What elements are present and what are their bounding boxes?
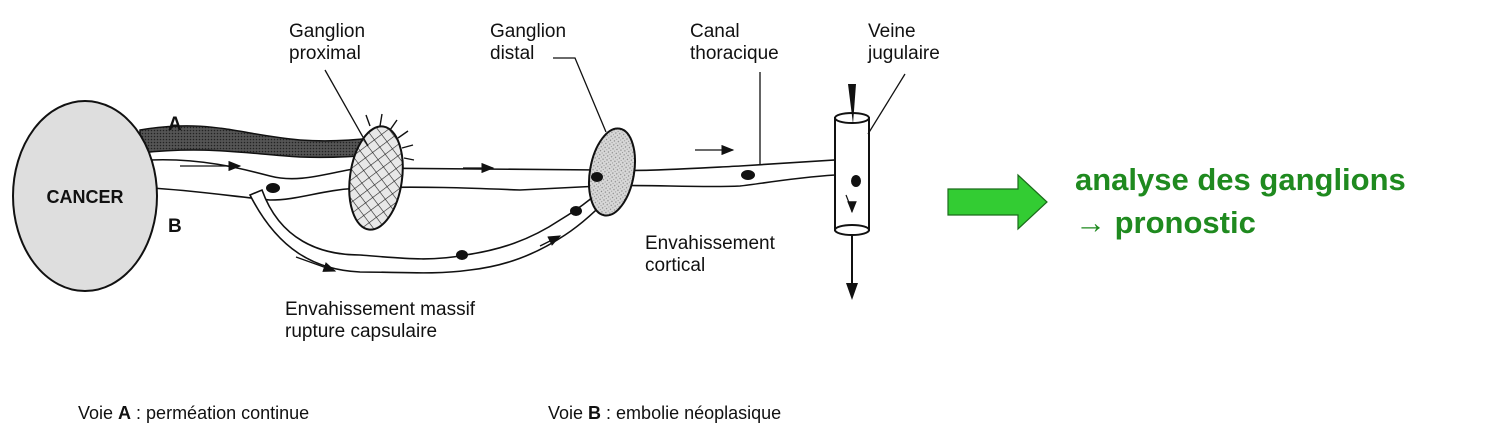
flow-arrows — [180, 144, 735, 272]
ganglion-proximal-line2: proximal — [289, 43, 361, 64]
legend-voie-b-text: : embolie néoplasique — [601, 403, 781, 423]
ganglion-proximal-label: Ganglion proximal — [289, 21, 370, 64]
legend-voie-a: Voie A : perméation continue — [78, 403, 309, 423]
cancer-label: CANCER — [46, 187, 123, 207]
envahissement-cortical-label: Envahissement cortical — [645, 233, 780, 276]
green-arrow-icon — [947, 173, 1048, 231]
envahissement-massif-line1: Envahissement massif — [285, 299, 476, 320]
envahissement-massif-label: Envahissement massif rupture capsulaire — [285, 299, 480, 342]
envahissement-massif-line2: rupture capsulaire — [285, 321, 437, 342]
legend-voie-a-text: : perméation continue — [131, 403, 309, 423]
conclusion-line2: → pronostic — [1075, 205, 1256, 240]
leader-ganglion-distal — [553, 57, 607, 133]
leader-ganglion-proximal — [324, 69, 369, 147]
legend-voie-b-prefix: Voie — [548, 403, 588, 423]
ganglion-distal-line1: Ganglion — [490, 21, 566, 42]
route-b-label: B — [168, 216, 182, 237]
cancer-mass — [12, 100, 158, 292]
tumor-emboli — [266, 170, 861, 260]
ganglion-proximal — [348, 113, 415, 231]
veine-jugulaire-line1: Veine — [868, 21, 916, 42]
ganglion-distal — [588, 127, 636, 217]
legend-voie-a-prefix: Voie — [78, 403, 118, 423]
canal-thoracique-line2: thoracique — [690, 43, 779, 64]
jugular-vein — [834, 84, 870, 300]
ganglion-distal-label: Ganglion distal — [490, 21, 571, 64]
legend-voie-b-letter: B — [588, 403, 601, 423]
envahissement-cortical-line1: Envahissement — [645, 233, 776, 254]
veine-jugulaire-label: Veine jugulaire — [867, 21, 940, 64]
ganglion-proximal-line1: Ganglion — [289, 21, 365, 42]
veine-jugulaire-line2: jugulaire — [867, 43, 940, 64]
legend-voie-a-letter: A — [118, 403, 131, 423]
route-a-label: A — [168, 114, 182, 135]
canal-thoracique-label: Canal thoracique — [690, 21, 779, 64]
envahissement-cortical-line2: cortical — [645, 255, 705, 276]
ganglion-distal-line2: distal — [490, 43, 534, 64]
conclusion-line1: analyse des ganglions — [1075, 162, 1406, 197]
canal-thoracique-line1: Canal — [690, 21, 740, 42]
legend-voie-b: Voie B : embolie néoplasique — [548, 403, 781, 423]
leader-veine-jugulaire — [867, 73, 906, 135]
lymph-vessel-upper — [149, 158, 836, 201]
